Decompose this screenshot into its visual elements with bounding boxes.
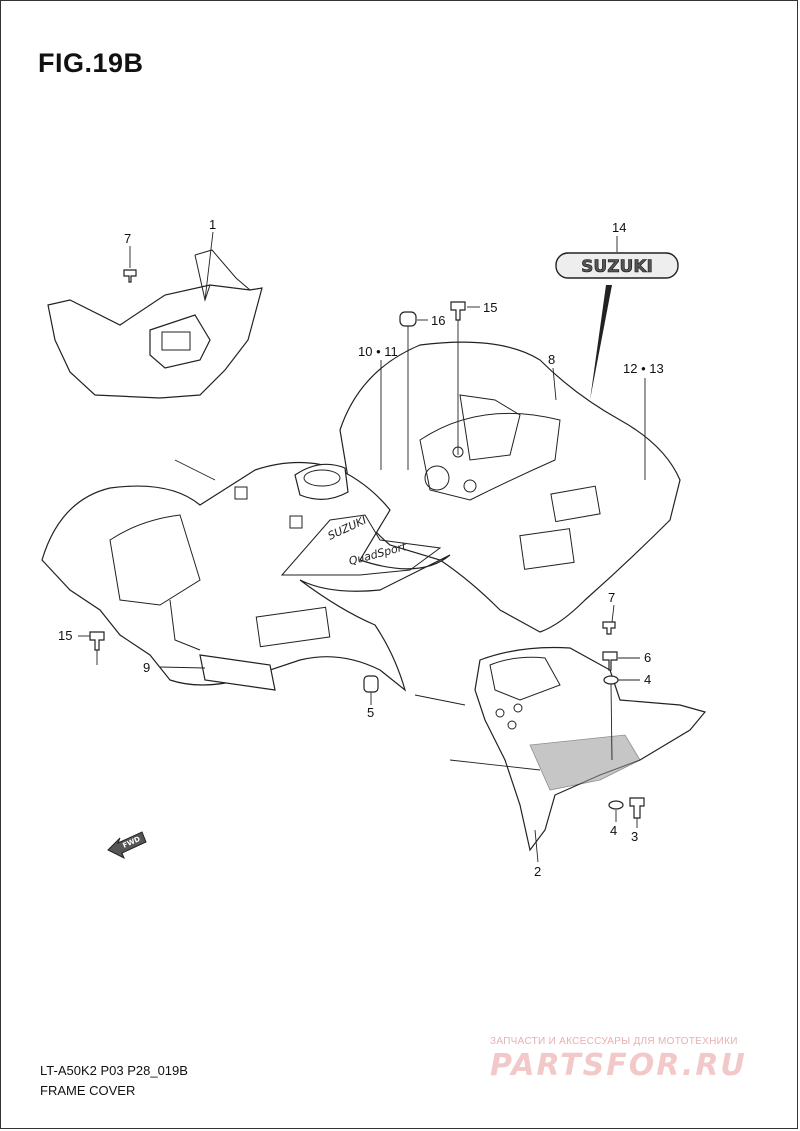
section-name: FRAME COVER — [40, 1083, 136, 1098]
callout-7b[interactable]: 7 — [608, 590, 616, 605]
callout-12-13[interactable]: 12 • 13 — [623, 361, 664, 376]
grommet-16 — [399, 311, 417, 327]
part-14-brand-emblem[interactable]: SUZUKI — [555, 252, 679, 279]
callout-2[interactable]: 2 — [534, 864, 542, 879]
watermark-brand: PARTSFOR.RU — [490, 1048, 747, 1083]
callout-8[interactable]: 8 — [548, 352, 556, 367]
figure-title: FIG.19B — [38, 48, 144, 78]
emblem-text: SUZUKI — [581, 257, 653, 277]
callout-4a[interactable]: 4 — [644, 672, 652, 687]
clip-15b — [89, 631, 105, 651]
callout-16[interactable]: 16 — [431, 313, 446, 328]
part-1-front-inner-cover[interactable] — [47, 249, 263, 399]
hardware — [89, 269, 645, 819]
callout-3[interactable]: 3 — [631, 829, 639, 844]
callout-6[interactable]: 6 — [644, 650, 652, 665]
nut-5 — [363, 675, 379, 693]
bolt-6 — [602, 651, 618, 671]
callout-4b[interactable]: 4 — [610, 823, 618, 838]
callout-5[interactable]: 5 — [367, 705, 375, 720]
callout-1[interactable]: 1 — [209, 217, 217, 232]
callout-7a[interactable]: 7 — [124, 231, 132, 246]
screw-7a — [123, 269, 137, 283]
callout-10-11[interactable]: 10 • 11 — [358, 344, 398, 359]
callout-14[interactable]: 14 — [612, 220, 627, 235]
model-code: LT-A50K2 P03 P28_019B — [40, 1063, 188, 1078]
part-8-rear-fender[interactable] — [339, 341, 681, 633]
part-9-front-fender[interactable] — [41, 461, 451, 692]
leader-lines — [78, 231, 646, 863]
clip-15a — [450, 301, 466, 321]
callout-15a[interactable]: 15 — [483, 300, 498, 315]
washer-4b — [608, 800, 624, 810]
screw-7b — [602, 621, 616, 635]
washer-4a — [603, 675, 619, 685]
watermark-subtitle: ЗАПЧАСТИ И АКСЕССУАРЫ ДЛЯ МОТОТЕХНИКИ — [490, 1036, 738, 1047]
callout-9[interactable]: 9 — [143, 660, 151, 675]
forward-arrow-icon: FWD — [107, 831, 147, 860]
callout-15b[interactable]: 15 — [58, 628, 73, 643]
part-2-footrest[interactable] — [474, 646, 707, 852]
bolt-3 — [629, 797, 645, 819]
